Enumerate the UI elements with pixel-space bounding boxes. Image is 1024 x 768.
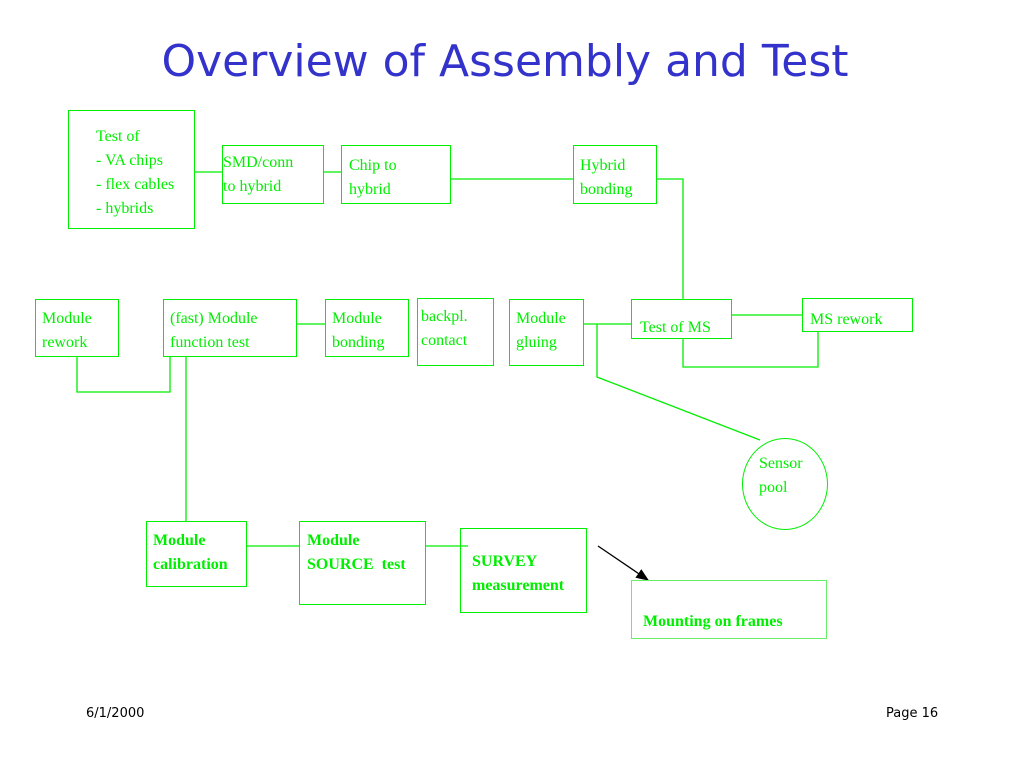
connector-testms-msrework-loop <box>682 332 819 368</box>
backpl-contact-label: backpl. contact <box>421 308 468 349</box>
connector-hybrid-testms <box>657 178 684 299</box>
module-rework-box <box>35 299 119 357</box>
smd-conn-label: SMD/conn to hybrid <box>223 154 294 195</box>
test-of-ms-box <box>631 299 732 339</box>
fast-module-function-test-box <box>163 299 297 357</box>
slide-title: Overview of Assembly and Test <box>161 36 849 87</box>
footer-page-number: Page 16 <box>886 706 939 721</box>
connector-gluing-sensorpool <box>596 324 761 441</box>
module-calibration-label: Module calibration <box>153 532 228 573</box>
module-calibration-box <box>146 521 247 587</box>
test-of-label: Test of - VA chips - flex cables - hybri… <box>96 128 175 217</box>
sensor-pool-ellipse <box>742 438 828 530</box>
test-of-ms-label: Test of MS <box>640 319 711 336</box>
module-gluing-box <box>509 299 584 366</box>
module-source-test-label: Module SOURCE test <box>307 532 406 573</box>
module-gluing-label: Module gluing <box>516 310 566 351</box>
sensor-pool-label: Sensor pool <box>759 455 803 496</box>
survey-measurement-box <box>460 528 587 613</box>
module-rework-label: Module rework <box>42 310 92 351</box>
arrow-survey-mounting <box>597 545 650 581</box>
test-of-box <box>68 110 195 229</box>
module-source-test-box <box>299 521 426 605</box>
fast-module-function-test-label: (fast) Module function test <box>170 310 258 351</box>
backpl-contact-box <box>417 298 494 366</box>
mounting-on-frames-box <box>631 580 827 639</box>
hybrid-bonding-box <box>573 145 657 204</box>
mounting-on-frames-label: Mounting on frames <box>643 613 783 630</box>
ms-rework-label: MS rework <box>810 311 883 328</box>
ms-rework-box <box>802 298 913 332</box>
module-bonding-label: Module bonding <box>332 310 385 351</box>
module-bonding-box <box>325 299 409 357</box>
hybrid-bonding-label: Hybrid bonding <box>580 157 633 198</box>
smd-conn-box <box>222 145 324 204</box>
connector-rework-fast-loop <box>76 357 171 393</box>
chip-to-hybrid-box <box>341 145 451 204</box>
footer-date: 6/1/2000 <box>86 706 145 721</box>
chip-to-hybrid-label: Chip to hybrid <box>349 157 397 198</box>
survey-measurement-label: SURVEY measurement <box>472 553 565 594</box>
